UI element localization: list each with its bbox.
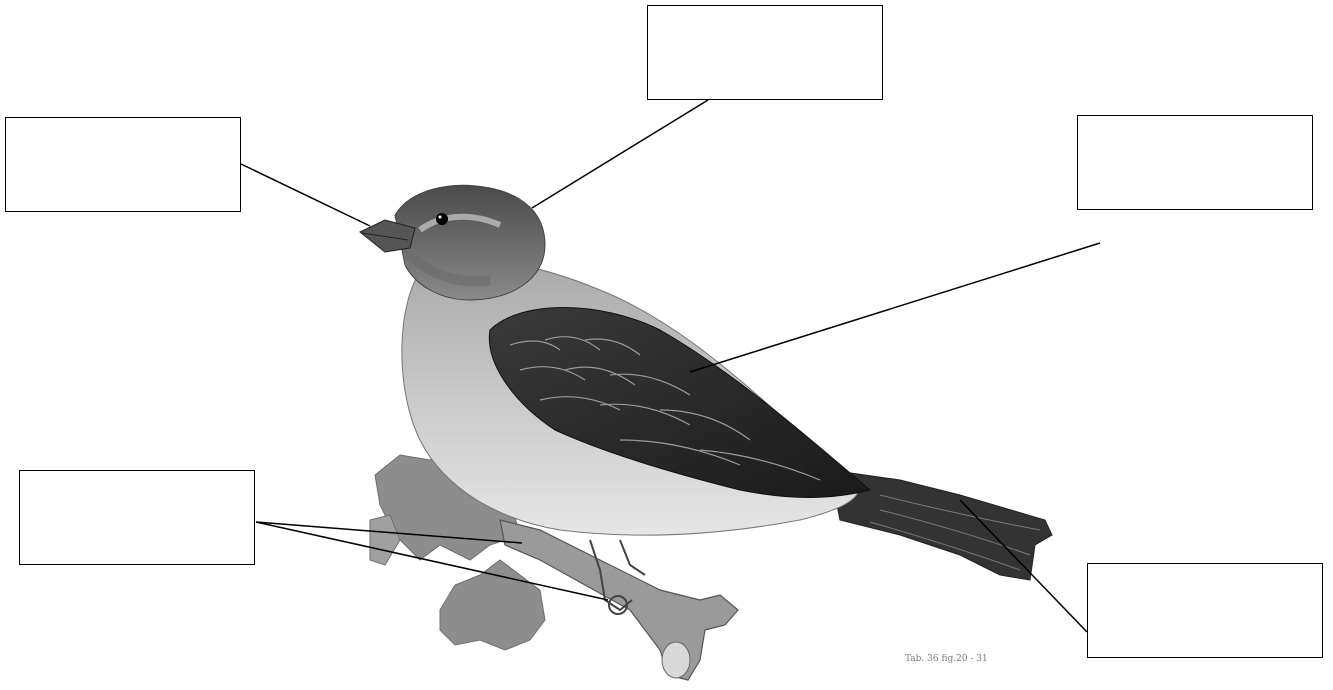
label-text-feet: [20, 471, 254, 564]
leader-line-head: [532, 100, 708, 208]
label-text-tail: [1088, 564, 1322, 657]
label-box-beak[interactable]: [5, 117, 241, 212]
label-box-head[interactable]: [647, 5, 883, 100]
label-text-wing: [1078, 116, 1312, 209]
eye: [436, 213, 448, 225]
label-box-tail[interactable]: [1087, 563, 1323, 658]
label-text-beak: [6, 118, 240, 211]
label-text-head: [648, 6, 882, 99]
leader-line-wing: [690, 243, 1100, 372]
label-box-feet[interactable]: [19, 470, 255, 565]
leader-line-beak: [241, 164, 370, 226]
image-caption: Tab. 36 fig.20 - 31: [905, 654, 988, 664]
label-box-wing[interactable]: [1077, 115, 1313, 210]
